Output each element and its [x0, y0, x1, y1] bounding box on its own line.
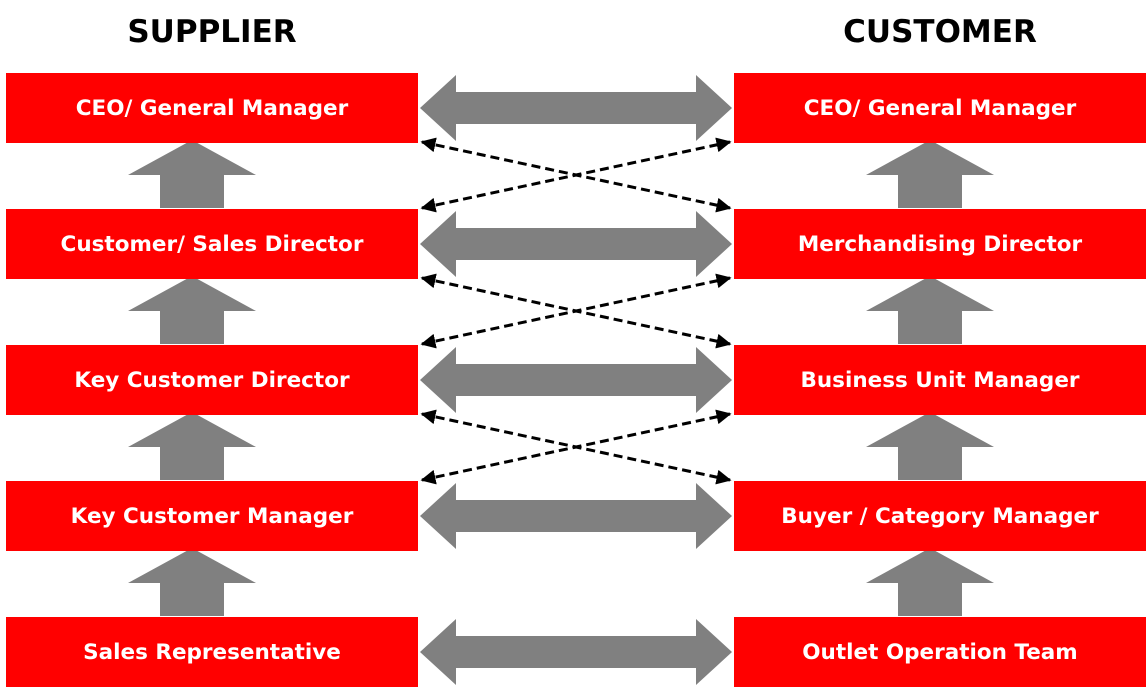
- dashed-link: [420, 409, 732, 485]
- customer-role-box: Business Unit Manager: [734, 345, 1146, 415]
- double-arrow-icon: [420, 619, 732, 685]
- customer-role-box: CEO/ General Manager: [734, 73, 1146, 143]
- double-arrow-icon: [420, 483, 732, 549]
- up-arrow-icon: [866, 140, 994, 208]
- double-arrow-icon: [420, 75, 732, 141]
- customer-role-box: Buyer / Category Manager: [734, 481, 1146, 551]
- supplier-role-box: Customer/ Sales Director: [6, 209, 418, 279]
- double-arrow-icon: [420, 347, 732, 413]
- supplier-role-box: Key Customer Director: [6, 345, 418, 415]
- up-arrow-icon: [128, 140, 256, 208]
- dashed-link: [420, 137, 732, 213]
- supplier-title: SUPPLIER: [127, 14, 297, 50]
- supplier-role-box: Key Customer Manager: [6, 481, 418, 551]
- up-arrow-icon: [866, 412, 994, 480]
- double-arrow-icon: [420, 211, 732, 277]
- up-arrow-icon: [128, 548, 256, 616]
- up-arrow-icon: [128, 412, 256, 480]
- supplier-role-box: CEO/ General Manager: [6, 73, 418, 143]
- up-arrow-icon: [866, 548, 994, 616]
- up-arrow-icon: [128, 276, 256, 344]
- customer-role-box: Outlet Operation Team: [734, 617, 1146, 687]
- up-arrow-icon: [866, 276, 994, 344]
- customer-role-box: Merchandising Director: [734, 209, 1146, 279]
- customer-title: CUSTOMER: [843, 14, 1037, 50]
- supplier-role-box: Sales Representative: [6, 617, 418, 687]
- dashed-link: [420, 273, 732, 349]
